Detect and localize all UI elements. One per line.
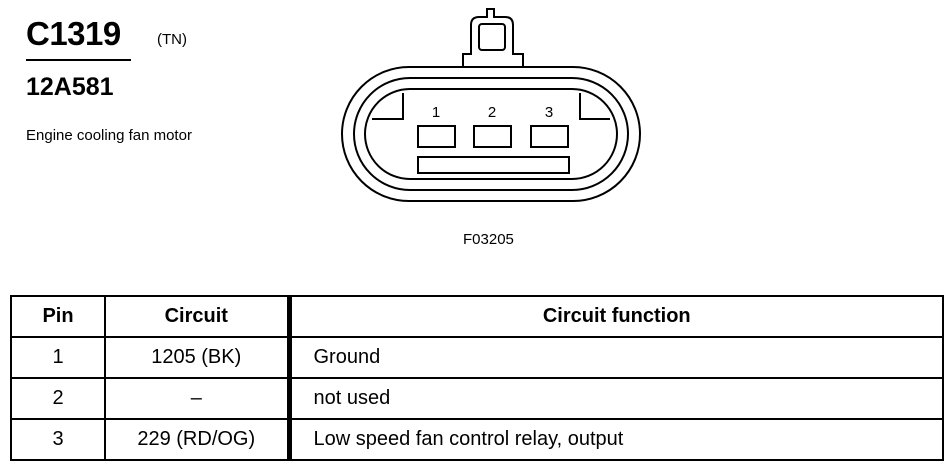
title-divider [26, 59, 131, 61]
header-circuit: Circuit [104, 295, 290, 338]
connector-header: C1319 (TN) 12A581 Engine cooling fan mot… [26, 14, 226, 144]
connector-code: (TN) [157, 31, 187, 48]
pin-label-2: 2 [488, 104, 496, 121]
connector-description: Engine cooling fan motor [26, 127, 192, 144]
figure-id: F03205 [463, 231, 514, 248]
part-number: 12A581 [26, 73, 114, 101]
connector-middle-shell [353, 77, 629, 191]
pin-cavity-1 [417, 125, 456, 148]
connector-id: C1319 [26, 15, 121, 52]
function-cell: not used [286, 377, 944, 420]
key-left [372, 93, 404, 120]
pin-label-1: 1 [432, 104, 440, 121]
table-row: 3 229 (RD/OG) Low speed fan control rela… [10, 418, 944, 461]
pinout-table: Pin Circuit Circuit function 1 1205 (BK)… [10, 295, 944, 461]
table-row: 2 – not used [10, 377, 944, 420]
connector-seal-slot [417, 156, 570, 174]
circuit-cell: 229 (RD/OG) [104, 418, 290, 461]
circuit-cell: – [104, 377, 290, 420]
function-cell: Low speed fan control relay, output [286, 418, 944, 461]
pin-cell: 3 [10, 418, 106, 461]
circuit-cell: 1205 (BK) [104, 336, 290, 379]
connector-inner-face [364, 88, 618, 180]
function-cell: Ground [286, 336, 944, 379]
key-right [579, 93, 610, 120]
pin-label-3: 3 [545, 104, 553, 121]
pin-cell: 2 [10, 377, 106, 420]
connector-outer-shell [341, 66, 641, 202]
header-pin: Pin [10, 295, 106, 338]
table-header-row: Pin Circuit Circuit function [10, 295, 944, 338]
pin-cavity-3 [530, 125, 569, 148]
table-row: 1 1205 (BK) Ground [10, 336, 944, 379]
latch-window [478, 23, 506, 51]
header-circuit-function: Circuit function [286, 295, 944, 338]
connector-face-diagram: 1 2 3 [341, 8, 641, 202]
pin-cavity-2 [473, 125, 512, 148]
pin-cell: 1 [10, 336, 106, 379]
